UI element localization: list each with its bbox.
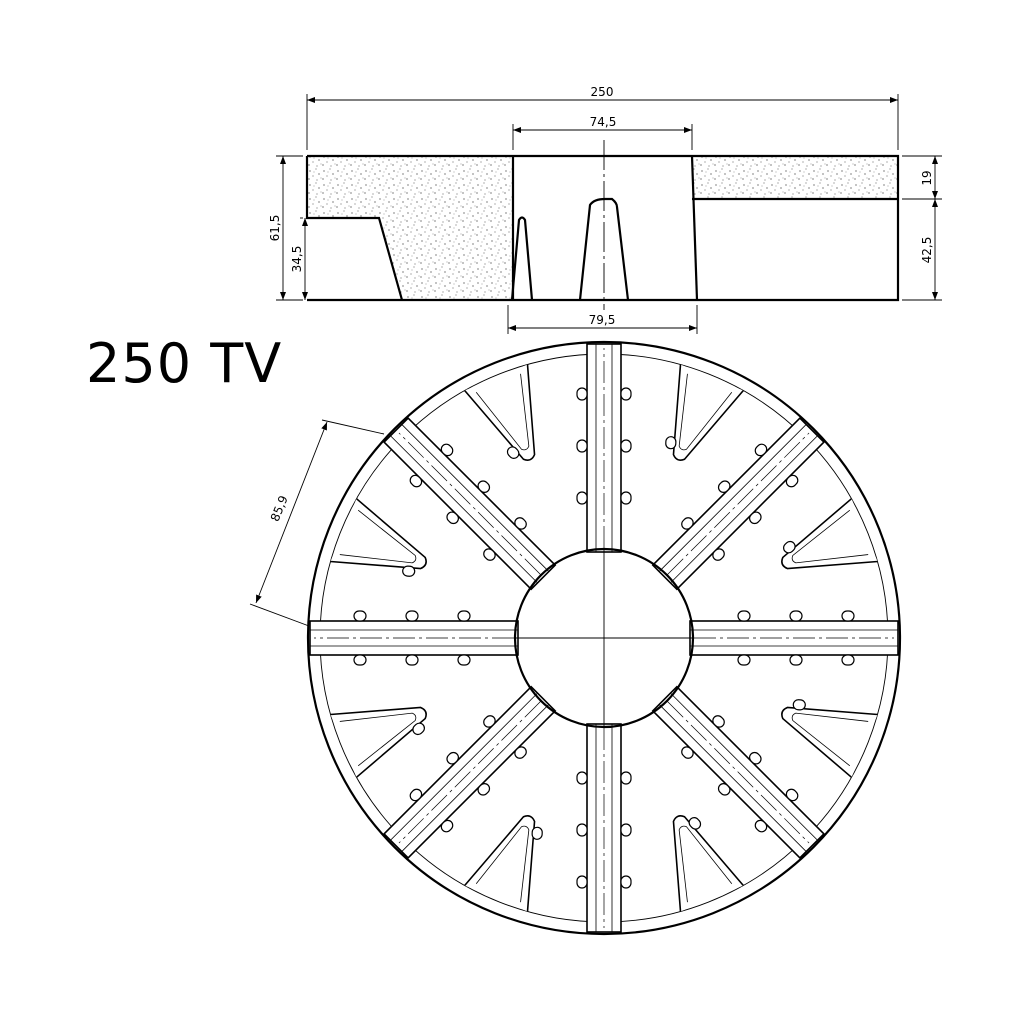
section-outline bbox=[307, 154, 900, 302]
rib-knob bbox=[620, 875, 632, 889]
rib-knob bbox=[754, 819, 768, 833]
rib-knob bbox=[353, 610, 367, 622]
pocket-knob bbox=[402, 565, 416, 577]
rib-knob bbox=[446, 751, 459, 765]
rib-knob bbox=[712, 548, 725, 561]
rib-knob bbox=[717, 783, 731, 796]
rib-knob bbox=[405, 610, 419, 622]
rib-knob bbox=[841, 654, 855, 666]
rib-knob bbox=[737, 654, 751, 666]
rib-knob bbox=[353, 654, 367, 666]
rib-knob bbox=[620, 439, 632, 453]
dim-inner-height: 34,5 bbox=[290, 246, 304, 273]
rib-knob bbox=[789, 654, 803, 666]
triangular-pocket bbox=[781, 699, 878, 778]
rib-knob bbox=[620, 491, 632, 505]
triangular-pocket bbox=[464, 815, 543, 912]
dim-top-opening: 74,5 bbox=[590, 115, 617, 129]
plan-view: 85,9 bbox=[249, 340, 902, 936]
rib-knob bbox=[749, 511, 762, 525]
section-fill-right bbox=[692, 156, 898, 199]
rib-knob bbox=[457, 610, 471, 622]
dim-sector-width: 85,9 bbox=[268, 493, 291, 523]
radial-rib bbox=[651, 416, 826, 591]
radial-rib bbox=[689, 610, 899, 666]
pocket-knob bbox=[665, 436, 677, 450]
rib-knob bbox=[681, 746, 694, 759]
rib-knob bbox=[483, 715, 496, 728]
rib-knob bbox=[440, 443, 454, 457]
outer-circle bbox=[306, 340, 902, 936]
triangular-pocket bbox=[665, 364, 744, 461]
dim-overall-width: 250 bbox=[591, 85, 614, 99]
radial-rib bbox=[382, 685, 557, 860]
triangular-pockets bbox=[330, 364, 878, 912]
radial-rib bbox=[382, 416, 557, 591]
rib-knob bbox=[446, 511, 459, 525]
rib-knob bbox=[785, 788, 799, 802]
rib-knob bbox=[576, 491, 588, 505]
rib-knob bbox=[483, 548, 496, 561]
rib-knob bbox=[576, 439, 588, 453]
rib-knob bbox=[440, 819, 454, 833]
rib-knob bbox=[754, 443, 768, 457]
rib-knob bbox=[717, 480, 731, 493]
rib-knob bbox=[409, 474, 423, 488]
section-view: 250 74,5 79,5 61,5 34,5 19 42,5 bbox=[268, 85, 942, 334]
dim-base-height: 42,5 bbox=[920, 237, 934, 264]
triangular-pocket bbox=[330, 498, 427, 577]
radial-rib bbox=[651, 685, 826, 860]
rib-knob bbox=[409, 788, 423, 802]
rib-knob bbox=[789, 610, 803, 622]
pocket-knob bbox=[688, 817, 702, 830]
dim-total-height: 61,5 bbox=[268, 215, 282, 242]
dim-bottom-opening: 79,5 bbox=[589, 313, 616, 327]
rib-knob bbox=[712, 715, 725, 728]
rib-knob bbox=[737, 610, 751, 622]
pocket-knob bbox=[783, 540, 796, 554]
radial-ribs bbox=[309, 343, 899, 933]
rib-knob bbox=[620, 387, 632, 401]
model-label: 250 TV bbox=[86, 332, 283, 395]
pocket-knob bbox=[412, 722, 425, 736]
section-fill-left bbox=[307, 156, 513, 300]
radial-rib bbox=[309, 610, 519, 666]
rib-knob bbox=[457, 654, 471, 666]
rib-knob bbox=[576, 823, 588, 837]
triangular-pocket bbox=[330, 706, 427, 778]
pocket-knob bbox=[792, 699, 806, 711]
pocket-knob bbox=[506, 446, 520, 459]
rib-knob bbox=[620, 771, 632, 785]
section-center-rib bbox=[578, 197, 630, 301]
rib-knob bbox=[576, 875, 588, 889]
rib-knob bbox=[576, 387, 588, 401]
radial-rib bbox=[576, 723, 632, 933]
triangular-pocket bbox=[464, 364, 536, 461]
rib-knob bbox=[576, 771, 588, 785]
rib-knob bbox=[681, 517, 694, 530]
triangular-pocket bbox=[672, 815, 744, 912]
rib-knob bbox=[514, 517, 527, 530]
rib-knob bbox=[405, 654, 419, 666]
rib-knob bbox=[477, 480, 491, 493]
rib-knob bbox=[785, 474, 799, 488]
radial-rib bbox=[576, 343, 632, 553]
pocket-knob bbox=[531, 826, 543, 840]
section-channel-left bbox=[510, 216, 534, 301]
rib-knob bbox=[749, 751, 762, 765]
rib-knob bbox=[841, 610, 855, 622]
rib-knob bbox=[514, 746, 527, 759]
dim-rim-height: 19 bbox=[920, 170, 934, 185]
rib-knob bbox=[477, 783, 491, 796]
rib-knob bbox=[620, 823, 632, 837]
triangular-pocket bbox=[781, 498, 878, 570]
